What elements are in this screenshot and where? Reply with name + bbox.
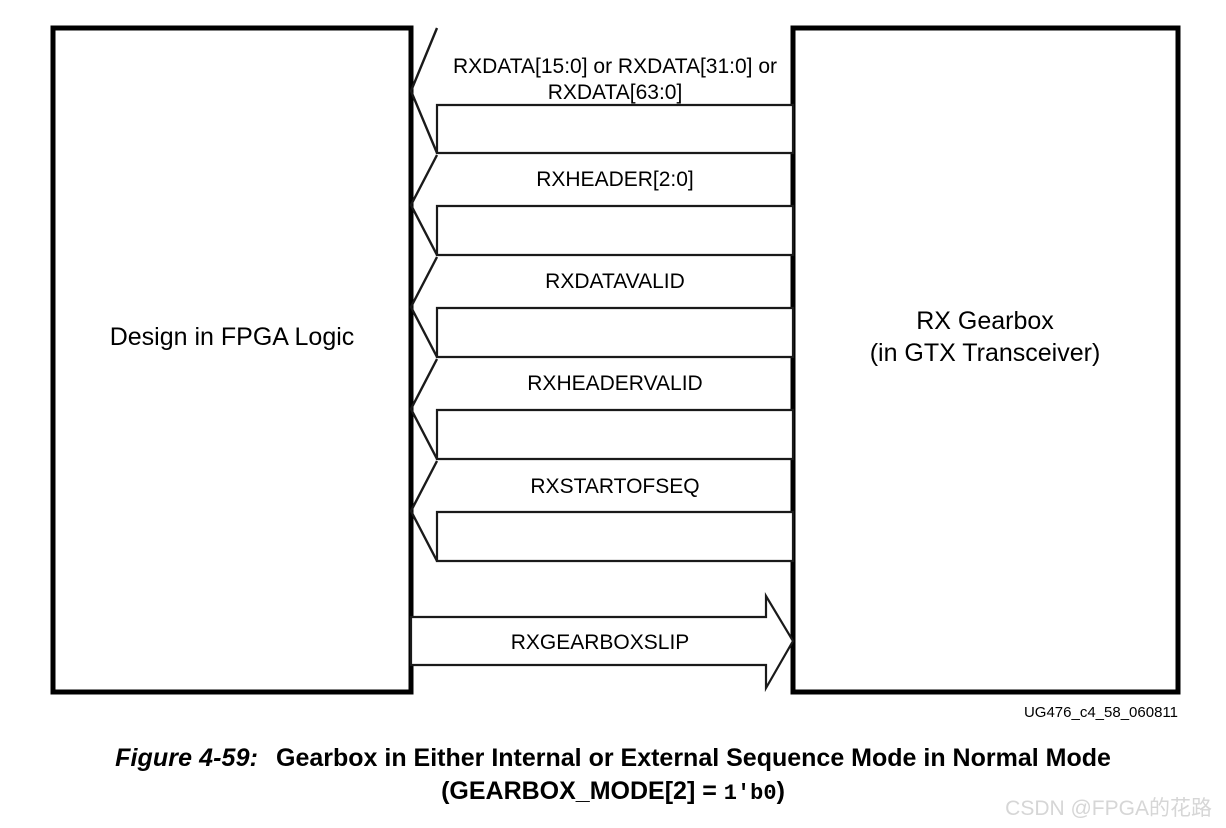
signal-label-rxdata-line2: RXDATA[63:0] — [548, 81, 683, 104]
arrowhead-left-rxheadervalid — [409, 358, 439, 460]
signal-arrow-rxstartofseq: RXSTARTOFSEQ — [409, 460, 795, 563]
arrowhead-left-rxheader — [409, 154, 439, 256]
csdn-watermark: CSDN @FPGA的花路 — [1005, 797, 1212, 820]
arrow-body-rxheader — [435, 204, 795, 257]
arrow-body-rxgearboxslip — [409, 592, 795, 693]
signal-label-rxheader: RXHEADER[2:0] — [536, 168, 694, 191]
signal-label-rxdata-line1: RXDATA[15:0] or RXDATA[31:0] or — [453, 55, 777, 78]
figure-caption: Figure 4-59: Gearbox in Either Internal o… — [0, 742, 1226, 808]
rx-gearbox-block-label-line1: RX Gearbox — [916, 307, 1054, 335]
fpga-logic-block-label: Design in FPGA Logic — [110, 323, 355, 351]
arrow-body-rxdata — [435, 103, 795, 155]
arrow-body-rxdatavalid — [435, 306, 795, 359]
signal-arrow-rxgearboxslip: RXGEARBOXSLIP — [409, 592, 795, 693]
signal-arrow-rxdata: RXDATA[15:0] or RXDATA[31:0] or RXDATA[6… — [409, 27, 795, 155]
rx-gearbox-block-label-line2: (in GTX Transceiver) — [870, 339, 1101, 367]
signal-arrow-rxdatavalid: RXDATAVALID — [409, 256, 795, 359]
figure-number: Figure 4-59: — [115, 744, 258, 772]
arrowhead-left-rxstartofseq — [409, 460, 439, 562]
signal-label-rxheadervalid: RXHEADERVALID — [527, 372, 702, 395]
arrowhead-left-rxdata — [409, 27, 439, 154]
gearbox-mode-prefix: (GEARBOX_MODE[2] = — [441, 776, 724, 805]
signal-label-rxdatavalid: RXDATAVALID — [545, 270, 685, 293]
arrow-body-rxstartofseq — [435, 510, 795, 563]
signal-label-rxgearboxslip: RXGEARBOXSLIP — [511, 631, 690, 654]
fpga-logic-block — [50, 25, 414, 695]
signal-arrow-rxheader: RXHEADER[2:0] — [409, 154, 795, 257]
arrow-body-rxheadervalid — [435, 408, 795, 461]
rx-gearbox-block — [790, 25, 1181, 695]
signal-label-rxstartofseq: RXSTARTOFSEQ — [530, 475, 699, 498]
figure-caption-line2: (GEARBOX_MODE[2] = 1'b0) — [0, 775, 1226, 809]
gearbox-mode-value: 1'b0 — [723, 780, 777, 806]
arrowhead-left-rxdatavalid — [409, 256, 439, 358]
gearbox-mode-suffix: ) — [776, 776, 785, 805]
figure-id-label: UG476_c4_58_060811 — [1024, 704, 1178, 721]
figure-title: Gearbox in Either Internal or External S… — [276, 744, 1111, 772]
signal-arrow-rxheadervalid: RXHEADERVALID — [409, 358, 795, 461]
figure-caption-line1: Figure 4-59: Gearbox in Either Internal o… — [0, 742, 1226, 775]
